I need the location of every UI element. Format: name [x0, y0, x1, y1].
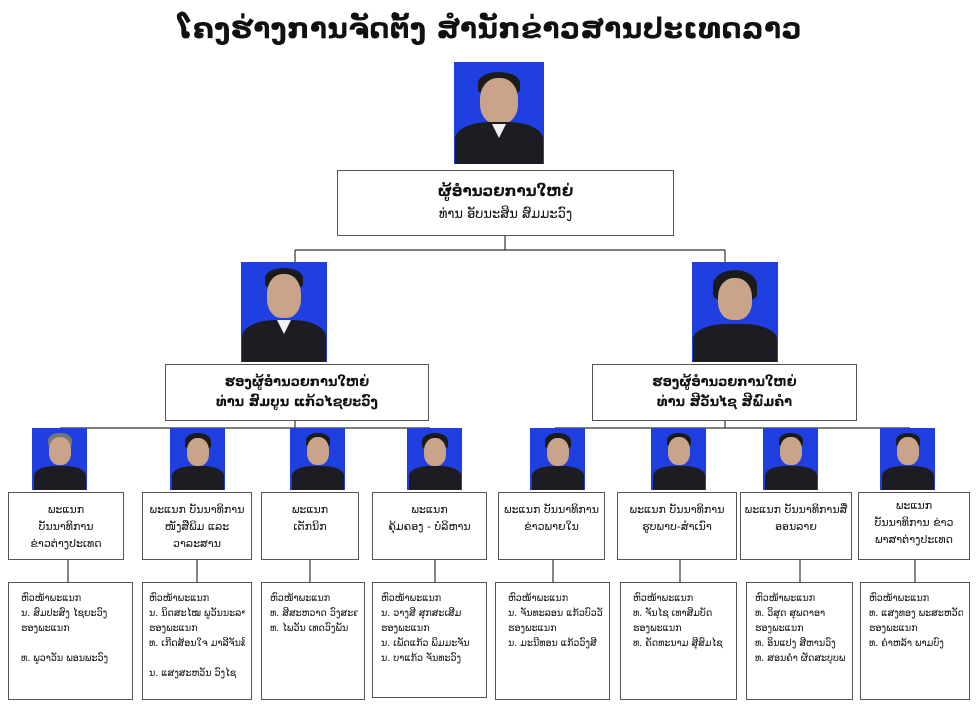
dept-photo-5 [530, 428, 585, 490]
staff-box-6: ຫົວໜ້າພະແນກ ທ. ຈັນໄຊ ເທາສີມບັດ ຮອງພະແນກ … [620, 582, 737, 700]
staff-box-5: ຫົວໜ້າພະແນກ ນ. ຈັນທະລອນ ແກ້ວບົວວັນ ຮອງພະ… [495, 582, 610, 700]
director-role: ຜູ້ອຳນວຍການໃຫຍ່ [437, 182, 574, 200]
dept-photo-6 [651, 428, 706, 490]
staff-2-line-3: ຮອງພະແນກ [149, 623, 198, 634]
deputy-box-right: ຮອງຜູ້ອຳນວຍການໃຫຍ່ ທ່ານ ສີວັນໄຊ ສີພົມຄຳ [592, 364, 857, 421]
staff-2-line-2: ນ. ນິດສະໄໝ ພູວັນນະລາດ [149, 608, 245, 619]
staff-7-line-5: ທ. ສອນຄຳ ຜັດສະບຸບພາ [755, 653, 846, 664]
deputy-photo-right [692, 262, 778, 362]
staff-3-line-2: ທ. ສີສະຫວາດ ວົງສະຄາດ [270, 608, 358, 619]
dept-6-line-2: ຮູບພາບ-ສຳເນົາ [642, 520, 712, 533]
staff-5-line-1: ຫົວໜ້າພະແນກ [508, 593, 569, 604]
dept-2-line-1: ພະແນກ ບັນນາທິການ [149, 503, 245, 516]
staff-6-line-3: ຮອງພະແນກ [633, 623, 682, 634]
dept-box-4: ພະແນກ ຄຸ້ມຄອງ - ບໍລິຫານ [372, 492, 487, 560]
dept-photo-1 [32, 428, 87, 490]
dept-4-line-1: ພະແນກ [411, 503, 448, 516]
director-box: ຜູ້ອຳນວຍການໃຫຍ່ ທ່ານ ອັບນະສິນ ສົມມະວົງ [337, 170, 674, 236]
dept-box-7: ພະແນກ ບັນນາທິການສື່ ອອນລາຍ [740, 492, 852, 560]
staff-1-line-1: ຫົວໜ້າພະແນກ [21, 593, 82, 604]
dept-photo-4 [407, 428, 462, 490]
staff-3-line-1: ຫົວໜ້າພະແນກ [270, 593, 331, 604]
director-photo [454, 62, 544, 164]
staff-box-1: ຫົວໜ້າພະແນກ ນ. ສົມປະສົງ ໄຊຍະວົງ ຮອງພະແນກ… [8, 582, 133, 700]
deputy-photo-left [241, 262, 327, 362]
staff-4-line-1: ຫົວໜ້າພະແນກ [381, 593, 442, 604]
staff-4-line-3: ຮອງພະແນກ [381, 623, 430, 634]
director-name: ທ່ານ ອັບນະສິນ ສົມມະວົງ [438, 207, 573, 222]
staff-7-line-1: ຫົວໜ້າພະແນກ [755, 593, 816, 604]
dept-1-line-3: ຂ່າວຕ່າງປະເທດ [30, 537, 102, 550]
dept-box-2: ພະແນກ ບັນນາທິການ ໜັງສືພິມ ແລະ ວາລະສານ [142, 492, 252, 560]
dept-7-line-2: ອອນລາຍ [775, 520, 817, 533]
staff-6-line-4: ທ. ຄັດທະນາມ ສີຸສົມໄຊ [633, 638, 723, 649]
dept-4-line-2: ຄຸ້ມຄອງ - ບໍລິຫານ [388, 520, 471, 533]
dept-box-3: ພະແນກ ເຕັກນິກ [261, 492, 359, 560]
dept-2-line-2: ໜັງສືພິມ ແລະ ວາລະສານ [164, 520, 230, 550]
dept-8-line-1: ພະແນກ [895, 499, 933, 512]
staff-8-line-1: ຫົວໜ້າພະແນກ [869, 593, 930, 604]
staff-4-line-2: ນ. ວາງສີ ສຸກສະເສີມ [381, 608, 462, 619]
dept-box-5: ພະແນກ ບັນນາທິການ ຂ່າວພາຍໃນ [498, 492, 605, 560]
dept-box-8: ພະແນກ ບັນນາທິການ ຂ່າວ ພາສາຕ່າງປະເທດ [858, 492, 970, 560]
staff-3-line-3: ທ. ໄພວັນ ເທດວົງພັນ [270, 623, 349, 634]
staff-5-line-3: ຮອງພະແນກ [508, 623, 557, 634]
dept-7-line-1: ພະແນກ ບັນນາທິການສື່ [744, 503, 848, 516]
staff-2-line-4: ທ. ເກີດສ້ອນໃຈ ມາລີຈັນສີ [149, 638, 245, 649]
dept-3-line-2: ເຕັກນິກ [293, 520, 327, 533]
dept-photo-7 [763, 428, 818, 490]
staff-box-4: ຫົວໜ້າພະແນກ ນ. ວາງສີ ສຸກສະເສີມ ຮອງພະແນກ … [372, 582, 487, 698]
deputy-right-name: ທ່ານ ສີວັນໄຊ ສີພົມຄຳ [656, 395, 793, 410]
staff-1-line-3: ຮອງພະແນກ [21, 623, 70, 634]
dept-1-line-2: ບັນນາທິການ [38, 520, 94, 533]
staff-2-line-5 [149, 651, 245, 666]
deputy-left-name: ທ່ານ ສົມບູນ ແກ້ວໄຊຍະວົງ [216, 395, 378, 410]
staff-7-line-4: ທ. ອິນແປງ ສີຫານວົງ [755, 638, 836, 649]
staff-8-line-3: ຮອງພະແນກ [869, 623, 918, 634]
dept-8-line-3: ພາສາຕ່າງປະເທດ [875, 533, 953, 546]
staff-5-line-2: ນ. ຈັນທະລອນ ແກ້ວບົວວັນ [508, 608, 603, 619]
staff-6-line-1: ຫົວໜ້າພະແນກ [633, 593, 694, 604]
dept-box-1: ພະແນກ ບັນນາທິການ ຂ່າວຕ່າງປະເທດ [8, 492, 124, 560]
dept-photo-8 [880, 428, 935, 490]
dept-3-line-1: ພະແນກ [291, 503, 329, 516]
staff-5-line-4: ນ. ມະນີທອນ ແກ້ວວົງສີ [508, 638, 597, 649]
deputy-left-role: ຮອງຜູ້ອຳນວຍການໃຫຍ່ [224, 375, 370, 390]
dept-photo-2 [170, 428, 225, 490]
staff-4-line-4: ນ. ເພັດແກ້ວ ພິມມະຈັນ [381, 638, 470, 649]
dept-6-line-1: ພະແນກ ບັນນາທິການ [629, 503, 725, 516]
dept-photo-3 [290, 428, 345, 490]
staff-1-line-5: ທ. ພູວາວັນ ພອນພະວົງ [21, 653, 109, 664]
staff-4-line-5: ນ. ບາແກ້ວ ຈັນທະວົງ [381, 653, 462, 664]
staff-box-8: ຫົວໜ້າພະແນກ ທ. ແສງທອງ ພະສະຫວັດ ຮອງພະແນກ … [860, 582, 970, 700]
dept-8-line-2: ບັນນາທິການ ຂ່າວ [874, 516, 954, 529]
deputy-right-role: ຮອງຜູ້ອຳນວຍການໃຫຍ່ [652, 375, 797, 390]
staff-7-line-3: ຮອງພະແນກ [755, 623, 804, 634]
dept-5-line-2: ຂ່າວພາຍໃນ [524, 520, 579, 533]
staff-1-line-2: ນ. ສົມປະສົງ ໄຊຍະວົງ [21, 608, 108, 619]
dept-1-line-1: ພະແນກ [47, 503, 85, 516]
staff-7-line-2: ທ. ວິສຸດ ສຸພດາອາ [755, 608, 826, 619]
staff-8-line-2: ທ. ແສງທອງ ພະສະຫວັດ [869, 608, 963, 619]
staff-2-line-6: ນ. ແສງສະຫວັນ ວົງໄຊ [149, 668, 237, 679]
staff-box-3: ຫົວໜ້າພະແນກ ທ. ສີສະຫວາດ ວົງສະຄາດ ທ. ໄພວັ… [261, 582, 365, 700]
deputy-box-left: ຮອງຜູ້ອຳນວຍການໃຫຍ່ ທ່ານ ສົມບູນ ແກ້ວໄຊຍະວ… [165, 364, 429, 421]
staff-1-line-4 [21, 636, 126, 651]
staff-2-line-1: ຫົວໜ້າພະແນກ [149, 593, 210, 604]
dept-5-line-1: ພະແນກ ບັນນາທິການ [504, 503, 599, 516]
staff-8-line-4: ທ. ຄຳຫລ້າ ພາມບົງ [869, 638, 944, 649]
staff-box-2: ຫົວໜ້າພະແນກ ນ. ນິດສະໄໝ ພູວັນນະລາດ ຮອງພະແ… [142, 582, 252, 700]
staff-6-line-2: ທ. ຈັນໄຊ ເທາສີມບັດ [633, 608, 713, 619]
dept-box-6: ພະແນກ ບັນນາທິການ ຮູບພາບ-ສຳເນົາ [617, 492, 737, 560]
staff-box-7: ຫົວໜ້າພະແນກ ທ. ວິສຸດ ສຸພດາອາ ຮອງພະແນກ ທ.… [746, 582, 853, 700]
chart-title: ໂຄງຮ່າງການຈັດຕັ້ງ ສຳນັກຂ່າວສານປະເທດລາວ [177, 12, 803, 45]
